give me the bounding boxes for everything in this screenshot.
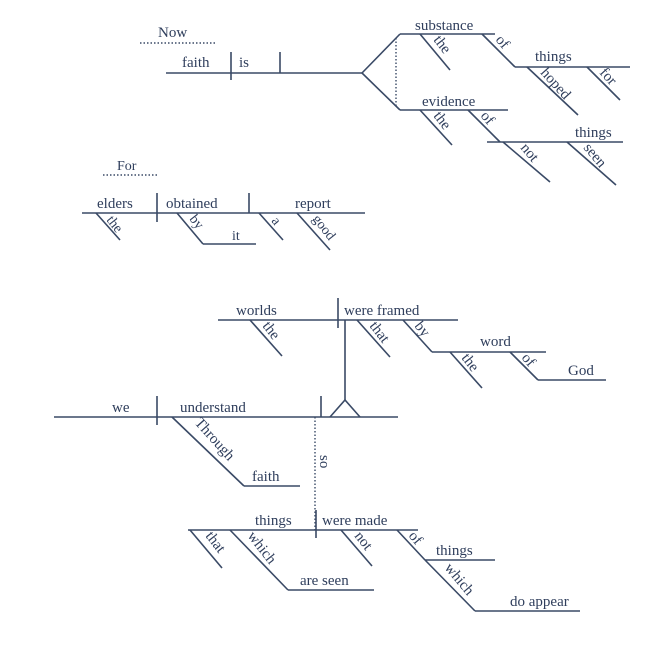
the-b-slant <box>419 109 453 146</box>
which-a-slant <box>229 529 289 591</box>
word-the-slant <box>449 351 483 389</box>
word-things-a: things <box>535 49 572 65</box>
that-slant <box>356 319 391 358</box>
sentence-2: For elders the obtained by it report a g… <box>82 159 365 251</box>
fork-upper <box>361 33 401 74</box>
word-elders: elders <box>97 196 133 212</box>
word-the-b: the <box>430 109 454 134</box>
not-slant <box>502 141 551 183</box>
word-good: good <box>309 212 338 243</box>
seen-slant <box>566 141 617 186</box>
through-slant <box>171 416 245 487</box>
s2-good-slant <box>296 212 331 251</box>
word-by: by <box>186 212 206 232</box>
word-understand: understand <box>180 400 246 416</box>
sentence-3: worlds the were framed that by word the … <box>54 298 606 612</box>
which-b-slant <box>424 559 476 612</box>
word-faith: faith <box>182 55 210 71</box>
word-is: is <box>239 55 249 71</box>
word-not: not <box>351 529 376 555</box>
of-a-slant <box>481 33 516 68</box>
word-the: the <box>103 213 125 236</box>
word-we: we <box>112 400 130 416</box>
the-a-slant <box>419 33 451 71</box>
word-do-appear: do appear <box>510 594 569 610</box>
word-so: so <box>316 455 332 468</box>
word-now: Now <box>158 25 187 41</box>
word-of-b: of <box>477 108 497 128</box>
word-word: word <box>480 334 511 350</box>
word-worlds: worlds <box>236 303 277 319</box>
word-things-a: things <box>255 513 292 529</box>
word-evidence: evidence <box>422 94 476 110</box>
word-seen: seen <box>580 140 610 171</box>
of-a-slant <box>509 351 539 381</box>
word-it: it <box>232 229 240 244</box>
hoped-slant <box>526 66 579 116</box>
fork-lower <box>361 72 401 111</box>
s2-the-slant <box>95 212 121 241</box>
word-are-seen: are seen <box>300 573 349 589</box>
word-obtained: obtained <box>166 196 218 212</box>
word-were-made: were made <box>322 513 388 529</box>
s2-a-slant <box>258 212 284 241</box>
of-b-slant <box>467 109 501 143</box>
word-were-framed: were framed <box>344 303 420 319</box>
pedestal <box>329 398 361 418</box>
word-of-b: of <box>405 528 425 548</box>
word-by: by <box>411 319 433 341</box>
word-substance: substance <box>415 18 474 34</box>
word-not: not <box>517 140 542 166</box>
word-god: God <box>568 363 594 379</box>
word-the-a: the <box>430 33 454 58</box>
word-hoped: hoped <box>537 65 574 103</box>
word-for-conj: For <box>117 159 137 174</box>
word-that: that <box>366 319 393 347</box>
s2-by-slant <box>176 212 204 245</box>
word-for: for <box>596 65 620 89</box>
sentence-1: Now faith is substance the of things hop… <box>140 18 630 186</box>
word-that-b: that <box>202 529 229 557</box>
word-of-a: of <box>518 350 538 370</box>
by-slant <box>402 319 433 353</box>
for-slant <box>586 66 621 101</box>
sub-not-slant <box>340 529 373 567</box>
word-things-b: things <box>575 125 612 141</box>
word-report: report <box>295 196 332 212</box>
word-which-b: which <box>441 560 477 599</box>
word-the-a: the <box>259 319 283 344</box>
word-the-b: the <box>458 351 482 376</box>
word-of-a: of <box>492 32 512 52</box>
word-faith: faith <box>252 469 280 485</box>
word-things-b: things <box>436 543 473 559</box>
worlds-the-slant <box>249 319 283 357</box>
sub-that-slant <box>189 529 223 569</box>
sub-of-slant <box>396 529 426 561</box>
